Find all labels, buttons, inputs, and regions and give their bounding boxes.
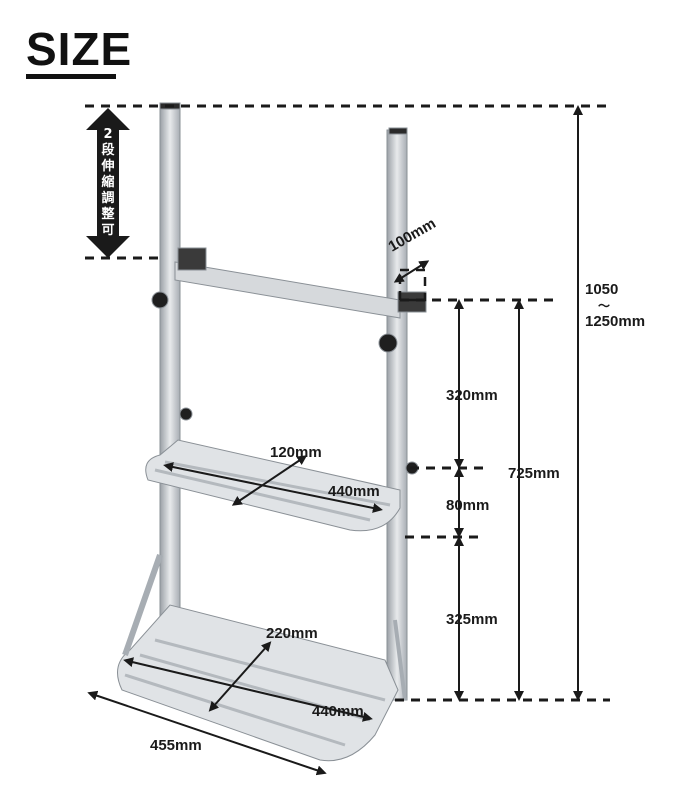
right-clamp	[397, 291, 427, 313]
label-lower-step-depth: 220mm	[266, 625, 318, 642]
arrow-base-width	[87, 690, 327, 776]
dimension-arrows	[87, 105, 583, 776]
adjust-note-char-5: 整	[100, 206, 115, 222]
diagonal-brace	[122, 554, 163, 656]
right-post-cap	[388, 127, 408, 135]
label-total-max: 1250mm	[585, 313, 645, 330]
label-base-width: 455mm	[150, 737, 202, 754]
adjust-note-char-6: 可	[101, 223, 114, 238]
top-crossbar	[174, 261, 401, 319]
arrow-clamp-width	[393, 260, 430, 283]
ladder-illustration	[117, 102, 427, 762]
knob-left-mid	[179, 407, 193, 421]
adjust-note-char-2: 伸	[100, 158, 114, 174]
adjust-note-char-4: 調	[101, 190, 114, 206]
knob-left-upper	[151, 291, 169, 309]
adjust-note-char-3: 縮	[101, 174, 114, 190]
label-lower-step-width: 440mm	[312, 703, 364, 720]
label-step-gap: 80mm	[446, 497, 489, 514]
adjust-note-char-0: 2	[103, 127, 112, 142]
label-upper-step-width: 440mm	[328, 483, 380, 500]
adjust-note-char-1: 段	[101, 142, 114, 158]
label-upper-gap: 320mm	[446, 387, 498, 404]
adjust-range-arrow: 2 段 伸 縮 調 整 可	[86, 108, 130, 258]
arrow-lower-width	[123, 657, 373, 722]
label-lower-gap: 325mm	[446, 611, 498, 628]
label-total-sep: 〜	[598, 299, 610, 313]
arrow-upper-width	[163, 462, 383, 513]
left-post	[159, 104, 181, 631]
right-post	[386, 129, 408, 701]
left-clamp	[177, 247, 207, 271]
label-total-min: 1050	[585, 281, 618, 298]
adjust-note: 2 段 伸 縮 調 整 可	[100, 127, 115, 238]
knob-right-upper	[378, 333, 398, 353]
title-underline	[26, 74, 116, 79]
label-body-height: 725mm	[508, 465, 560, 482]
page-title: SIZE	[26, 23, 133, 75]
label-upper-step-depth: 120mm	[270, 444, 322, 461]
